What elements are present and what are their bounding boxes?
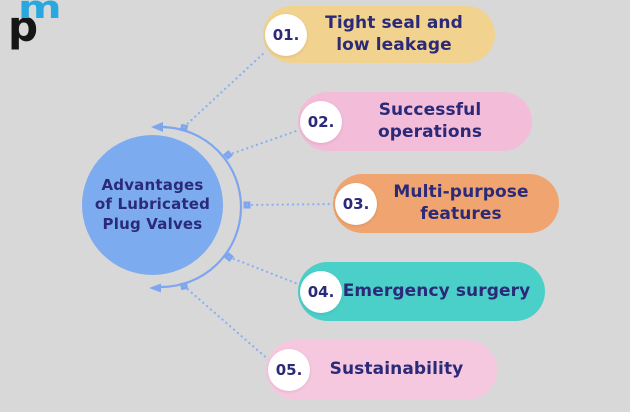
advantage-pill-1: 01. Tight seal and low leakage: [263, 6, 495, 63]
diagram-title: Advantages of Lubricated Plug Valves: [94, 175, 211, 233]
dotted-line-2: [226, 128, 301, 157]
arc-arrowhead-top: [151, 122, 163, 132]
arc-arrowhead-bottom: [149, 283, 161, 293]
dotted-line-3: [245, 202, 336, 207]
arc-node-5: [179, 281, 189, 291]
advantage-pill-3: 03. Multi-purpose features: [333, 174, 559, 233]
dotted-line-4: [227, 255, 300, 286]
logo-letter-m: m: [18, 0, 62, 26]
advantage-label-3: Multi-purpose features: [393, 182, 529, 224]
step-number-badge-5: 05.: [268, 349, 310, 391]
advantage-label-5: Sustainability: [329, 359, 464, 380]
arc-node-3: [243, 201, 251, 209]
advantage-label-2: Successful operations: [377, 100, 483, 142]
arc-node-2: [223, 150, 233, 160]
step-number-badge-1: 01.: [265, 13, 307, 56]
logo-letter-p: p: [8, 2, 39, 51]
dotted-line-1: [182, 49, 268, 129]
step-number-badge-4: 04.: [300, 270, 342, 313]
advantage-pill-5: 05. Sustainability: [266, 340, 497, 400]
brand-logo: p m: [5, 0, 65, 58]
advantage-pill-4: 04. Emergency surgery: [298, 262, 545, 321]
advantage-label-4: Emergency surgery: [342, 280, 531, 301]
arc-node-1: [179, 123, 189, 133]
step-number-badge-3: 03.: [335, 182, 377, 225]
arc-node-4: [224, 252, 234, 262]
step-number-badge-2: 02.: [300, 100, 342, 143]
advantage-label-1: Tight seal and low leakage: [325, 13, 463, 55]
center-topic-circle: Advantages of Lubricated Plug Valves: [82, 135, 223, 275]
advantage-pill-2: 02. Successful operations: [298, 92, 532, 151]
dotted-line-5: [182, 284, 272, 363]
